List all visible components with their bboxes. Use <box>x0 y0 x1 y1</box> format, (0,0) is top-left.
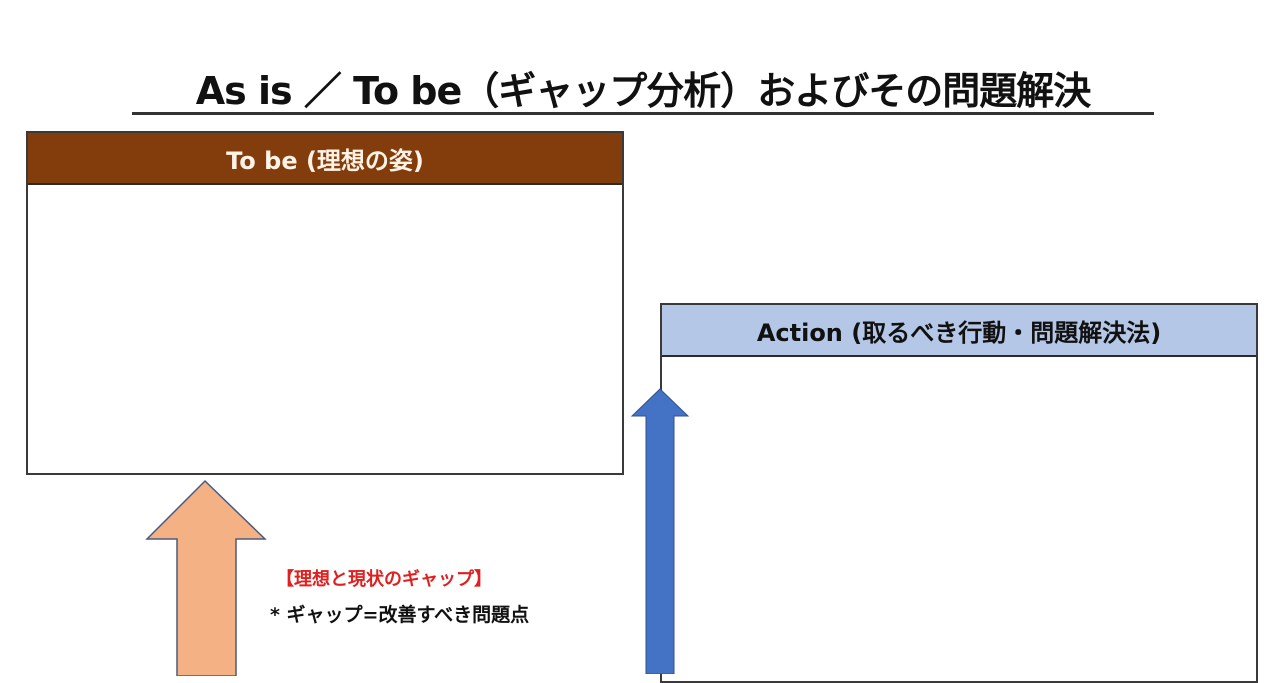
gap-label-note: * ギャップ=改善すべき問題点 <box>270 604 530 626</box>
action-up-arrow-icon <box>630 388 690 674</box>
page-title: As is ／ To be（ギャップ分析）およびその問題解決 <box>195 69 1092 113</box>
gap-label-title: 【理想と現状のギャップ】 <box>276 569 492 590</box>
tobe-box: To be (理想の姿) <box>26 131 624 475</box>
gap-up-arrow-icon <box>145 479 267 676</box>
title-underline <box>132 112 1154 115</box>
tobe-box-header: To be (理想の姿) <box>28 133 622 185</box>
action-box: Action (取るべき行動・問題解決法) <box>660 303 1258 683</box>
action-box-header: Action (取るべき行動・問題解決法) <box>662 305 1256 357</box>
